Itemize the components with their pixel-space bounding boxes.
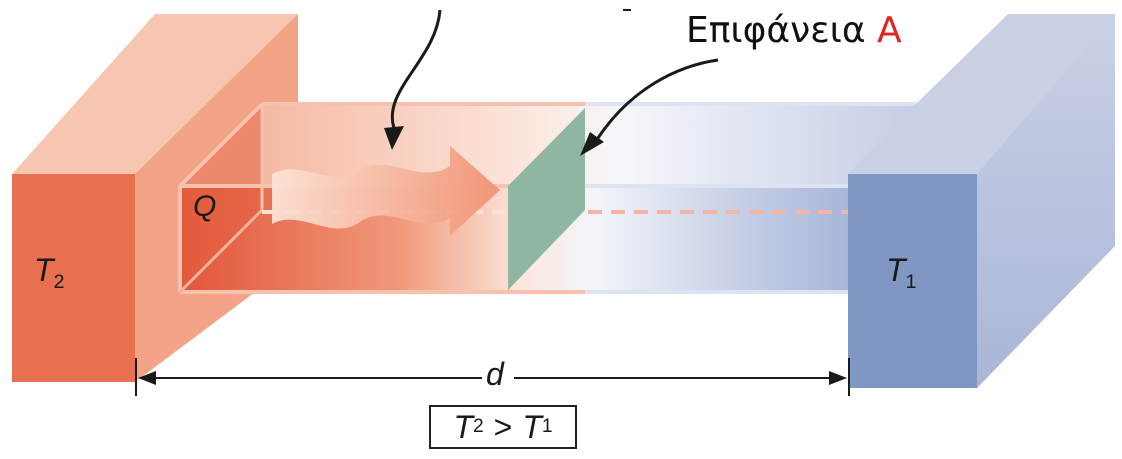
surface-label-letter: A [877, 10, 902, 51]
heat-label: Q [193, 190, 217, 223]
pointer-to-surface [580, 58, 719, 156]
pointer-to-heat [384, 9, 442, 150]
distance-label: d [486, 356, 504, 392]
surface-a-label: Επιφάνεια A [686, 10, 902, 51]
surface-label-text: Επιφάνεια [686, 10, 866, 51]
cold-temperature-label: T1 [886, 252, 917, 293]
heat-flow-arrow [272, 146, 500, 236]
cold-reservoir-block [848, 14, 1115, 388]
distance-dimension-line [135, 358, 850, 396]
cross-section-surface [508, 108, 585, 290]
hot-temperature-label: T2 [34, 252, 65, 293]
